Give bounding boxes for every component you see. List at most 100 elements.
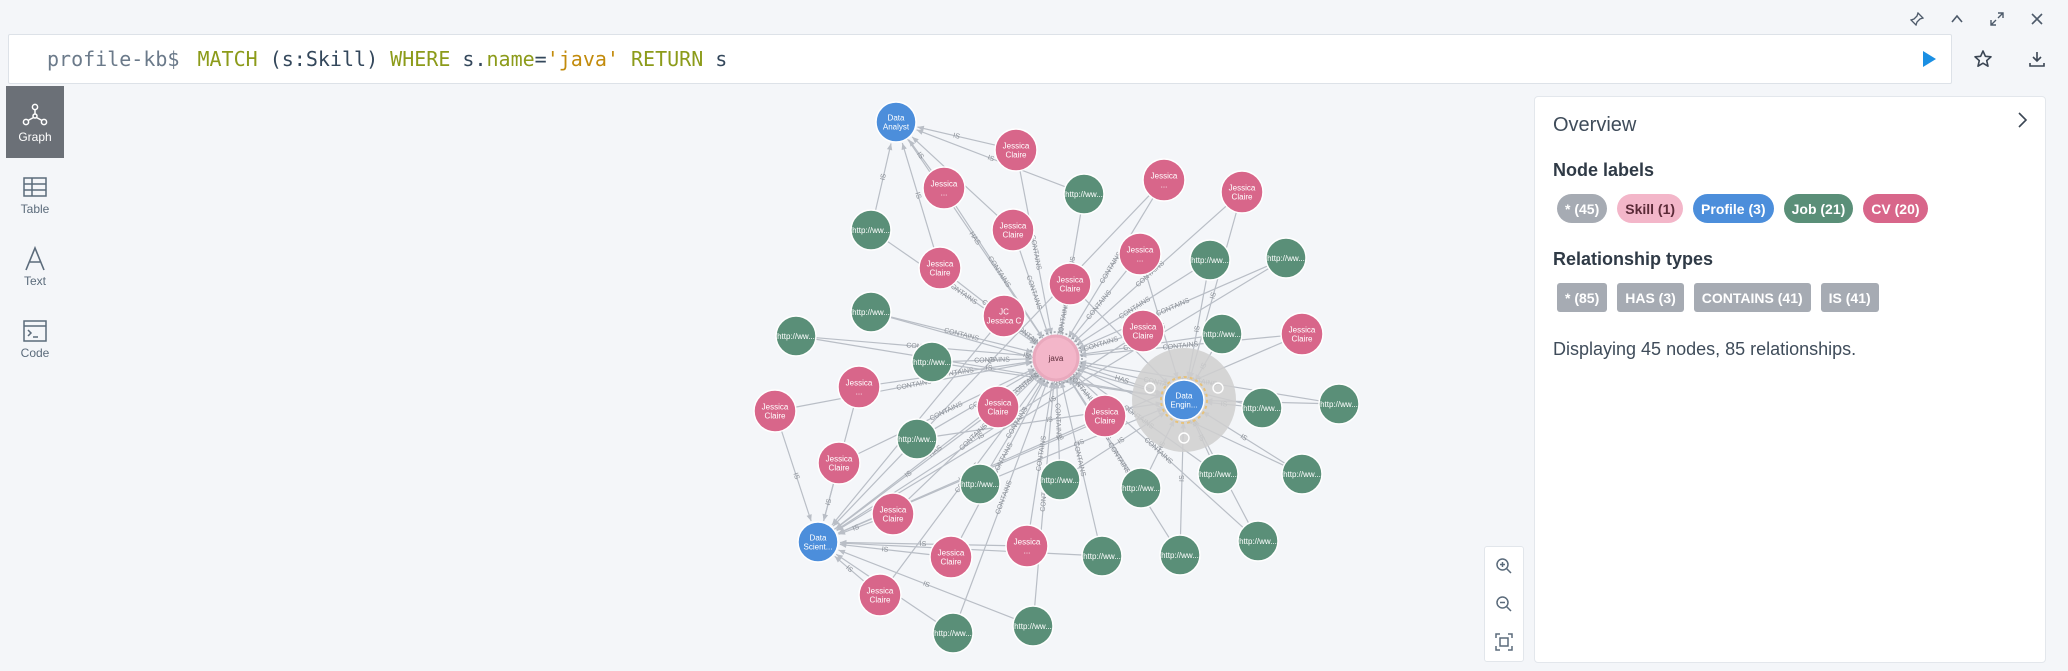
rel-type-chip-has[interactable]: HAS (3) bbox=[1617, 283, 1684, 312]
job-node[interactable]: http://ww... bbox=[1197, 453, 1239, 495]
relationship-contains[interactable] bbox=[795, 361, 1033, 408]
relationship-is[interactable] bbox=[890, 316, 1163, 395]
skill-node[interactable]: java bbox=[1029, 331, 1083, 385]
relationship-is[interactable] bbox=[838, 549, 1015, 620]
job-node[interactable]: http://ww... bbox=[1318, 383, 1360, 425]
zoom-out-button[interactable] bbox=[1485, 585, 1523, 623]
relationship-contains[interactable] bbox=[1077, 265, 1268, 349]
relationship-contains[interactable] bbox=[1068, 377, 1170, 539]
rel-type-chip-all[interactable]: * (85) bbox=[1557, 283, 1608, 312]
relationship-contains[interactable] bbox=[959, 380, 1049, 615]
relationship-contains[interactable] bbox=[960, 378, 1046, 539]
relationship-is[interactable] bbox=[836, 267, 1270, 532]
job-node[interactable]: http://ww... bbox=[1265, 237, 1307, 279]
job-node[interactable]: http://ww... bbox=[1241, 387, 1283, 429]
relationship-contains[interactable] bbox=[1073, 205, 1227, 343]
rel-type-chip-is[interactable]: IS (41) bbox=[1820, 283, 1879, 312]
relationship-is[interactable] bbox=[823, 483, 835, 521]
relationship-is[interactable] bbox=[780, 430, 812, 522]
relationship-contains[interactable] bbox=[890, 316, 1033, 353]
relationship-contains[interactable] bbox=[1019, 249, 1049, 336]
relationship-contains[interactable] bbox=[1070, 269, 1128, 340]
job-node[interactable]: http://ww... bbox=[1063, 173, 1105, 215]
relationship-is[interactable] bbox=[815, 338, 1163, 398]
relationship-is[interactable] bbox=[874, 143, 892, 211]
cv-node[interactable]: Jessica... bbox=[837, 365, 881, 409]
sidebar-item-graph[interactable]: Graph bbox=[6, 86, 64, 158]
relationship-contains[interactable] bbox=[907, 374, 1040, 500]
relationship-contains[interactable] bbox=[879, 360, 1033, 385]
relationship-contains[interactable] bbox=[1060, 381, 1099, 537]
relationship-contains[interactable] bbox=[955, 205, 1044, 339]
job-node[interactable]: http://ww... bbox=[1039, 459, 1081, 501]
job-node[interactable]: http://ww... bbox=[1237, 520, 1279, 562]
profile-node[interactable]: DataEngin... bbox=[1160, 376, 1208, 424]
relationship-is[interactable] bbox=[917, 126, 996, 146]
relationship-is[interactable] bbox=[916, 129, 1066, 188]
relationship-contains[interactable] bbox=[989, 378, 1045, 468]
job-node[interactable]: http://ww... bbox=[1159, 534, 1201, 576]
zoom-in-button[interactable] bbox=[1485, 547, 1523, 585]
node-label-chip-job[interactable]: Job (21) bbox=[1783, 194, 1854, 223]
cv-node[interactable]: Jessica... bbox=[922, 166, 966, 210]
rel-type-chip-contains[interactable]: CONTAINS (41) bbox=[1693, 283, 1811, 312]
chevron-up-icon[interactable] bbox=[1944, 6, 1970, 32]
job-node[interactable]: http://ww... bbox=[1281, 453, 1323, 495]
relationship-contains[interactable] bbox=[1019, 170, 1053, 335]
hide-icon[interactable] bbox=[1178, 432, 1190, 444]
job-node[interactable]: http://ww... bbox=[850, 209, 892, 251]
relationship-is[interactable] bbox=[901, 142, 935, 249]
download-button[interactable] bbox=[2019, 41, 2055, 77]
relationship-contains[interactable] bbox=[1078, 336, 1124, 352]
job-node[interactable]: http://ww... bbox=[1081, 535, 1123, 577]
relationship-is[interactable] bbox=[839, 541, 1007, 547]
close-icon[interactable] bbox=[2024, 6, 2050, 32]
sidebar-item-text[interactable]: Text bbox=[6, 230, 64, 302]
job-node[interactable]: http://ww... bbox=[850, 291, 892, 333]
relationship-contains[interactable] bbox=[1029, 381, 1053, 526]
job-node[interactable]: http://ww... bbox=[959, 463, 1001, 505]
lock-icon[interactable] bbox=[1144, 382, 1156, 394]
node-label-chip-cv[interactable]: CV (20) bbox=[1863, 194, 1928, 223]
job-node[interactable]: http://ww... bbox=[1189, 239, 1231, 281]
favorite-button[interactable] bbox=[1965, 41, 2001, 77]
run-query-button[interactable] bbox=[1911, 41, 1947, 77]
relationship-contains[interactable] bbox=[857, 367, 1035, 455]
node-label-chip-all[interactable]: * (45) bbox=[1557, 194, 1608, 223]
relationship-contains[interactable] bbox=[1075, 270, 1194, 346]
query-bar[interactable]: profile-kb$ MATCH (s:Skill) WHERE s.name… bbox=[8, 34, 2045, 84]
cv-node[interactable]: Jessica... bbox=[1118, 232, 1162, 276]
profile-node[interactable]: DataScient... bbox=[797, 521, 839, 563]
job-node[interactable]: http://ww... bbox=[1120, 467, 1162, 509]
job-node[interactable]: http://ww... bbox=[932, 612, 974, 654]
relationship-is[interactable] bbox=[839, 543, 931, 556]
sidebar-item-code[interactable]: Code bbox=[6, 302, 64, 374]
relationship-contains[interactable] bbox=[1056, 381, 1060, 461]
query-text[interactable]: MATCH (s:Skill) WHERE s.name='java' RETU… bbox=[197, 47, 728, 71]
fit-to-screen-button[interactable] bbox=[1485, 623, 1523, 661]
pin-icon[interactable] bbox=[1904, 6, 1930, 32]
collapse-panel-button[interactable] bbox=[2009, 107, 2035, 133]
relationship-is[interactable] bbox=[835, 419, 982, 530]
expand-icon[interactable] bbox=[1212, 382, 1224, 394]
maximize-icon[interactable] bbox=[1984, 6, 2010, 32]
job-node[interactable]: http://ww... bbox=[1201, 313, 1243, 355]
job-node[interactable]: http://ww... bbox=[1012, 605, 1054, 647]
